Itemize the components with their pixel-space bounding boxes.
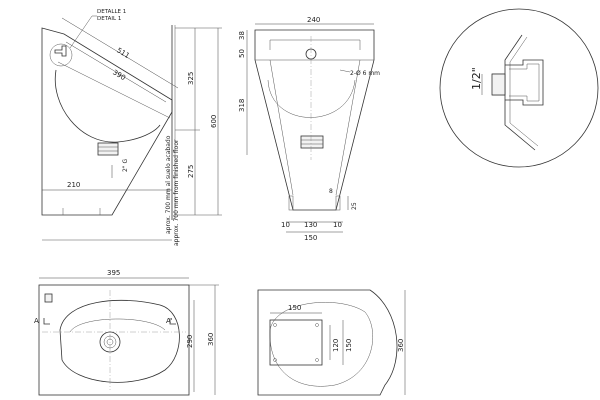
dim-back-150: 150 [288,304,301,312]
side-view: DETALLE 1 DETAIL 1 511 390 325 600 275 2… [41,9,222,246]
detail-circle [439,8,599,168]
top-view: 395 290 360 A A' [34,269,219,396]
back-outline [257,289,398,396]
dim-150: 150 [304,234,317,242]
dim-390: 390 [111,68,127,82]
dim-38: 38 [238,31,246,40]
side-body-outline [41,27,173,216]
detail-wall-outer [504,34,536,151]
dim-290: 290 [186,335,194,348]
front-drain-outlet [300,135,324,149]
detail-fitting [505,59,544,106]
front-view: 240 50 38 318 2-Ø 6 mm 8 25 10 130 10 15… [238,16,380,242]
detail-view: 1/2" [439,8,599,168]
callout-label-1: DETALLE 1 [97,9,126,15]
floor-note-en: approx. 700 mm from finished floor [173,139,180,246]
dim-back-150-v: 150 [345,339,353,352]
dim-360: 360 [207,333,215,346]
dim-hole: 2-Ø 6 mm [350,70,380,77]
dim-50: 50 [238,49,246,58]
dim-8: 8 [329,188,333,195]
dim-395: 395 [107,269,120,277]
callout-label-2: DETAIL 1 [97,16,121,22]
side-drain-outlet [97,142,119,156]
floor-note-es: aprox. 700 mm al suelo acabado [165,135,172,234]
dim-325: 325 [187,72,195,85]
dim-back-120: 120 [332,339,340,352]
dim-10-right: 10 [333,221,342,229]
dim-25: 25 [351,202,358,210]
top-drain [99,331,121,353]
top-bowl [59,299,180,383]
dim-130: 130 [304,221,317,229]
back-mount-plate [269,319,323,366]
top-outline [38,284,190,396]
detail-callout-circle [49,43,73,67]
section-label-left: A [34,317,39,325]
dim-back-360: 360 [397,339,405,352]
side-bowl [54,69,161,143]
section-label-right: A' [166,317,173,325]
dim-210: 210 [67,181,80,189]
dim-drain-thread: 2" G [122,159,129,172]
back-view: 150 120 150 360 [257,289,406,396]
dim-600: 600 [210,115,218,128]
dim-275: 275 [187,165,195,178]
front-bowl [267,79,356,118]
dim-318: 318 [238,99,246,112]
dim-240: 240 [307,16,320,24]
back-inner-oval [269,302,373,387]
dim-10-left: 10 [281,221,290,229]
detail-thread-dim: 1/2" [470,67,483,90]
